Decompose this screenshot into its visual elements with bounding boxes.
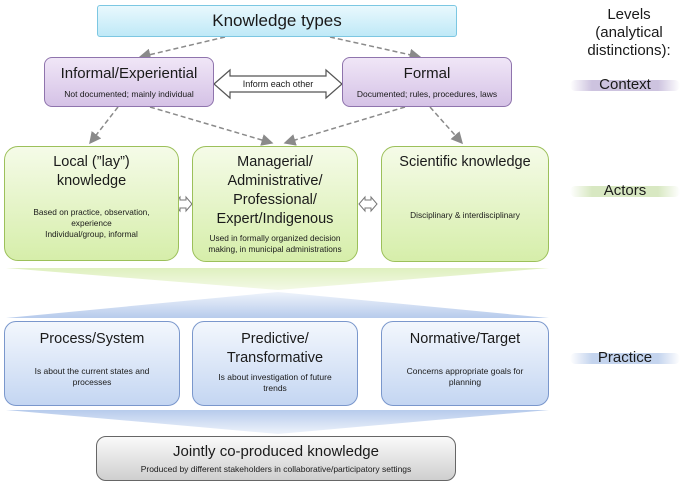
joint-description: Produced by different stakeholders in co…	[140, 464, 412, 474]
level-label-actors: Actors	[603, 182, 647, 199]
levels-heading-line-3: distinctions):	[587, 42, 671, 59]
scientific-description: Disciplinary & interdisciplinary	[410, 210, 520, 221]
level-bar-actors	[570, 186, 680, 197]
managerial-title-line-4: Expert/Indigenous	[216, 211, 334, 227]
funnel-actors	[6, 268, 549, 290]
level-label-practice: Practice	[597, 349, 653, 366]
predictive-description: Is about investigation of future trends	[218, 372, 331, 394]
knowledge-types-title: Knowledge types	[212, 11, 342, 30]
normative-description: Concerns appropriate goals for planning	[407, 366, 524, 388]
scientific-knowledge-box: Scientific knowledge Disciplinary & inte…	[381, 146, 549, 262]
formal-title: Formal	[403, 65, 451, 82]
jointly-coproduced-knowledge-box: Jointly co-produced knowledge Produced b…	[96, 436, 456, 481]
predictive-desc-line-1: Is about investigation of future	[218, 372, 332, 382]
informal-experiential-box: Informal/Experiential Not documented; ma…	[44, 57, 214, 107]
connector-formal-managerial	[283, 106, 406, 146]
funnel-practice-bottom	[6, 410, 549, 434]
managerial-desc-line-2: making, in municipal administrations	[208, 244, 342, 254]
predictive-transformative-box: Predictive/ Transformative Is about inve…	[192, 321, 358, 406]
normative-desc-line-2: planning	[448, 377, 482, 387]
local-desc-line-1: Based on practice, observation,	[33, 207, 150, 217]
scientific-title-line-1: Scientific knowledge	[399, 154, 531, 170]
connector-title-formal	[329, 36, 422, 61]
levels-heading-line-2: (analytical	[595, 24, 663, 41]
predictive-title: Predictive/ Transformative	[227, 330, 323, 368]
levels-heading-line-1: Levels	[607, 6, 651, 23]
local-desc-line-3: Individual/group, informal	[45, 229, 138, 239]
managerial-description: Used in formally organized decision maki…	[208, 233, 341, 255]
connector-title-informal	[138, 36, 226, 61]
inform-each-other-label: Inform each other	[242, 79, 314, 89]
predictive-title-line-2: Transformative	[226, 350, 324, 366]
local-title-line-1: Local (”lay”)	[53, 154, 130, 170]
local-title-line-2: knowledge	[56, 173, 127, 189]
normative-target-box: Normative/Target Concerns appropriate go…	[381, 321, 549, 406]
managerial-knowledge-box: Managerial/ Administrative/ Professional…	[192, 146, 358, 262]
process-desc-line-1: Is about the current states and	[34, 366, 150, 376]
managerial-title-line-1: Managerial/	[237, 154, 313, 170]
local-title: Local (”lay”) knowledge	[53, 153, 130, 191]
normative-desc-line-1: Concerns appropriate goals for	[406, 366, 524, 376]
levels-heading: Levels (analytical distinctions):	[573, 6, 685, 60]
informal-description: Not documented; mainly individual	[64, 89, 194, 99]
level-bar-context	[570, 80, 680, 91]
predictive-title-line-1: Predictive/	[241, 331, 309, 347]
level-label-context: Context	[599, 76, 651, 93]
managerial-title-line-2: Administrative/	[227, 173, 323, 189]
process-system-box: Process/System Is about the current stat…	[4, 321, 180, 406]
managerial-title-line-3: Professional/	[233, 192, 317, 208]
connector-informal-managerial	[149, 106, 274, 146]
funnel-practice-top	[6, 292, 549, 318]
double-arrow-managerial-scientific	[358, 195, 378, 213]
scientific-title: Scientific knowledge	[399, 153, 530, 172]
process-description: Is about the current states and processe…	[35, 366, 150, 388]
managerial-desc-line-1: Used in formally organized decision	[209, 233, 341, 243]
normative-title: Normative/Target	[409, 331, 521, 347]
formal-box: Formal Documented; rules, procedures, la…	[342, 57, 512, 107]
informal-title: Informal/Experiential	[60, 65, 198, 82]
local-desc-line-2: experience	[71, 218, 112, 228]
connector-informal-local	[89, 106, 119, 145]
local-description: Based on practice, observation, experien…	[33, 207, 149, 240]
connector-formal-scientific	[429, 106, 463, 145]
joint-title: Jointly co-produced knowledge	[173, 443, 379, 460]
process-desc-line-2: processes	[72, 377, 112, 387]
local-lay-knowledge-box: Local (”lay”) knowledge Based on practic…	[4, 146, 179, 261]
scientific-desc-line-1: Disciplinary & interdisciplinary	[410, 210, 520, 220]
formal-description: Documented; rules, procedures, laws	[356, 89, 498, 99]
managerial-title: Managerial/ Administrative/ Professional…	[217, 153, 334, 229]
knowledge-types-box: Knowledge types	[97, 5, 457, 37]
process-title: Process/System	[39, 331, 145, 347]
level-bar-practice	[570, 353, 680, 364]
predictive-desc-line-2: trends	[263, 383, 287, 393]
